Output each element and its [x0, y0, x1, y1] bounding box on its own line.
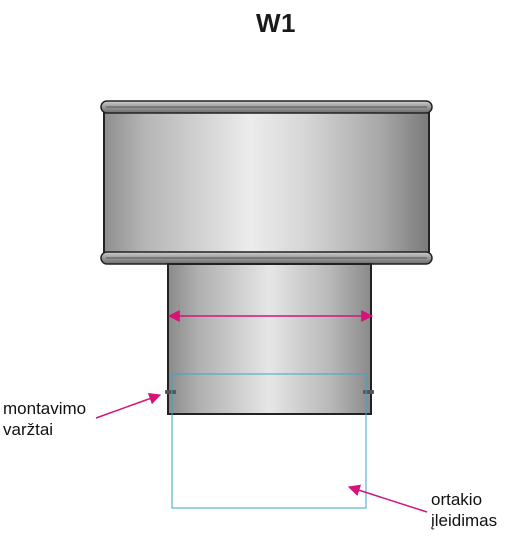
lower-cylinder — [167, 263, 372, 415]
duct-inlet-label-line1: ortakio — [431, 490, 483, 509]
mounting-screws-label-line2: varžtai — [3, 420, 54, 439]
duct-pointer-arrow — [347, 484, 428, 513]
duct-inlet-label-line2: įleidimas — [431, 511, 498, 530]
mounting-screws-label: montavimo varžtai — [3, 398, 86, 440]
diagram-title: W1 — [256, 8, 296, 38]
duct-inlet-outline — [171, 373, 367, 509]
mounting-screw-right — [363, 390, 374, 394]
mounting-screw-left — [165, 390, 176, 394]
mounting-screws-label-line1: montavimo — [3, 399, 87, 418]
screws-pointer-arrow — [95, 393, 162, 419]
duct-inlet-label: ortakio įleidimas — [431, 489, 497, 531]
upper-cylinder — [100, 100, 433, 265]
